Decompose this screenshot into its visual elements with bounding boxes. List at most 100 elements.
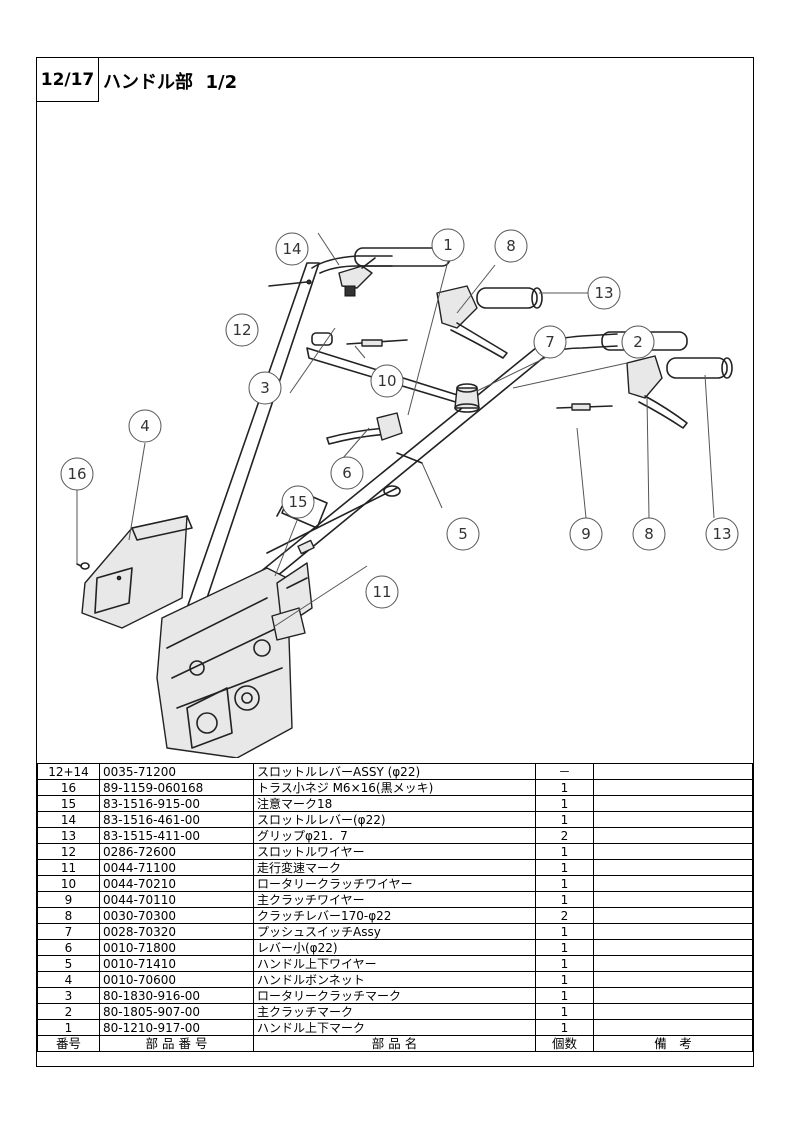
cell-qty: 1 bbox=[535, 987, 594, 1004]
callout-number: 13 bbox=[712, 525, 731, 543]
push-switch bbox=[454, 383, 480, 413]
cell-part-number: 83-1516-915-00 bbox=[99, 795, 254, 812]
cell-part-number: 0010-71800 bbox=[99, 939, 254, 956]
cell-part-name: ハンドル上下マーク bbox=[253, 1019, 536, 1036]
callout-balloon: 4 bbox=[128, 409, 162, 443]
cell-part-number: 0010-70600 bbox=[99, 971, 254, 988]
cell-part-name: クラッチレバー170-φ22 bbox=[253, 907, 536, 924]
cell-qty: 1 bbox=[535, 795, 594, 812]
callout-balloon: 3 bbox=[248, 371, 282, 405]
cell-part-number: 80-1210-917-00 bbox=[99, 1019, 254, 1036]
cell-qty: 1 bbox=[535, 1019, 594, 1036]
callout-number: 5 bbox=[458, 525, 468, 543]
cell-remarks bbox=[593, 971, 753, 988]
callout-balloon: 6 bbox=[330, 456, 364, 490]
callout-balloons: 1 2 3 4 5 6 7 8 8 9 10 11 12 13 13 14 15… bbox=[60, 228, 739, 609]
header-no: 番号 bbox=[37, 1035, 100, 1052]
cell-remarks bbox=[593, 923, 753, 940]
cell-part-name: ロータリークラッチワイヤー bbox=[253, 875, 536, 892]
callout-balloon: 8 bbox=[494, 229, 528, 263]
cell-part-name: スロットルレバー(φ22) bbox=[253, 811, 536, 828]
cell-part-number: 80-1805-907-00 bbox=[99, 1003, 254, 1020]
cell-part-name: スロットルレバーASSY (φ22) bbox=[253, 763, 536, 780]
cell-part-name: グリップφ21．7 bbox=[253, 827, 536, 844]
cell-part-number: 0028-70320 bbox=[99, 923, 254, 940]
grip-left bbox=[476, 287, 543, 309]
cell-no: 13 bbox=[37, 827, 100, 844]
cell-qty: 1 bbox=[535, 891, 594, 908]
cell-part-number: 0035-71200 bbox=[99, 763, 254, 780]
callout-balloon: 5 bbox=[446, 517, 480, 551]
cell-remarks bbox=[593, 1003, 753, 1020]
rotary-clutch-wire bbox=[346, 339, 408, 347]
callout-number: 6 bbox=[342, 464, 352, 482]
cell-remarks bbox=[593, 779, 753, 796]
cell-part-number: 0030-70300 bbox=[99, 907, 254, 924]
callout-number: 1 bbox=[443, 236, 453, 254]
cell-no: 12 bbox=[37, 843, 100, 860]
cell-part-number: 0044-70110 bbox=[99, 891, 254, 908]
exploded-parts-diagram: 1 2 3 4 5 6 7 8 8 9 10 11 12 13 13 14 15… bbox=[60, 228, 739, 758]
small-lever bbox=[326, 412, 403, 445]
callout-number: 10 bbox=[377, 372, 396, 390]
cell-no: 3 bbox=[37, 987, 100, 1004]
cell-part-name: 主クラッチワイヤー bbox=[253, 891, 536, 908]
cell-part-name: スロットルワイヤー bbox=[253, 843, 536, 860]
cell-remarks bbox=[593, 875, 753, 892]
header-qty: 個数 bbox=[535, 1035, 594, 1052]
cell-qty: 1 bbox=[535, 859, 594, 876]
cell-remarks bbox=[593, 843, 753, 860]
cell-qty: 1 bbox=[535, 811, 594, 828]
cell-remarks bbox=[593, 987, 753, 1004]
callout-number: 8 bbox=[644, 525, 654, 543]
cell-no: 4 bbox=[37, 971, 100, 988]
cell-part-number: 0044-70210 bbox=[99, 875, 254, 892]
cell-part-name: レバー小(φ22) bbox=[253, 939, 536, 956]
cell-remarks bbox=[593, 955, 753, 972]
cell-no: 15 bbox=[37, 795, 100, 812]
cell-remarks bbox=[593, 859, 753, 876]
cell-remarks bbox=[593, 795, 753, 812]
cell-no: 16 bbox=[37, 779, 100, 796]
callout-balloon: 12 bbox=[225, 313, 259, 347]
header-remarks: 備 考 bbox=[593, 1035, 753, 1052]
cell-qty: 1 bbox=[535, 875, 594, 892]
callout-number: 13 bbox=[594, 284, 613, 302]
truss-screw bbox=[76, 562, 90, 570]
callout-balloon: 8 bbox=[632, 517, 666, 551]
cell-no: 14 bbox=[37, 811, 100, 828]
cell-part-number: 0044-71100 bbox=[99, 859, 254, 876]
cell-part-name: ハンドル上下ワイヤー bbox=[253, 955, 536, 972]
cell-part-number: 83-1516-461-00 bbox=[99, 811, 254, 828]
cell-remarks bbox=[593, 763, 753, 780]
callout-balloon: 9 bbox=[569, 517, 603, 551]
cell-part-name: 走行変速マーク bbox=[253, 859, 536, 876]
cell-part-name: ロータリークラッチマーク bbox=[253, 987, 536, 1004]
callout-balloon: 14 bbox=[275, 232, 309, 266]
callout-number: 2 bbox=[633, 333, 643, 351]
cell-no: 9 bbox=[37, 891, 100, 908]
cell-remarks bbox=[593, 1019, 753, 1036]
cell-no: 5 bbox=[37, 955, 100, 972]
cell-part-name: 主クラッチマーク bbox=[253, 1003, 536, 1020]
cell-qty: 1 bbox=[535, 939, 594, 956]
cell-qty: 1 bbox=[535, 971, 594, 988]
callout-balloon: 13 bbox=[705, 517, 739, 551]
clutch-lever-right bbox=[626, 355, 688, 429]
cell-no: 1 bbox=[37, 1019, 100, 1036]
cell-part-name: 注意マーク18 bbox=[253, 795, 536, 812]
cell-qty: 1 bbox=[535, 843, 594, 860]
callout-number: 4 bbox=[140, 417, 150, 435]
cell-part-name: ハンドルボンネット bbox=[253, 971, 536, 988]
callout-balloon: 11 bbox=[365, 575, 399, 609]
